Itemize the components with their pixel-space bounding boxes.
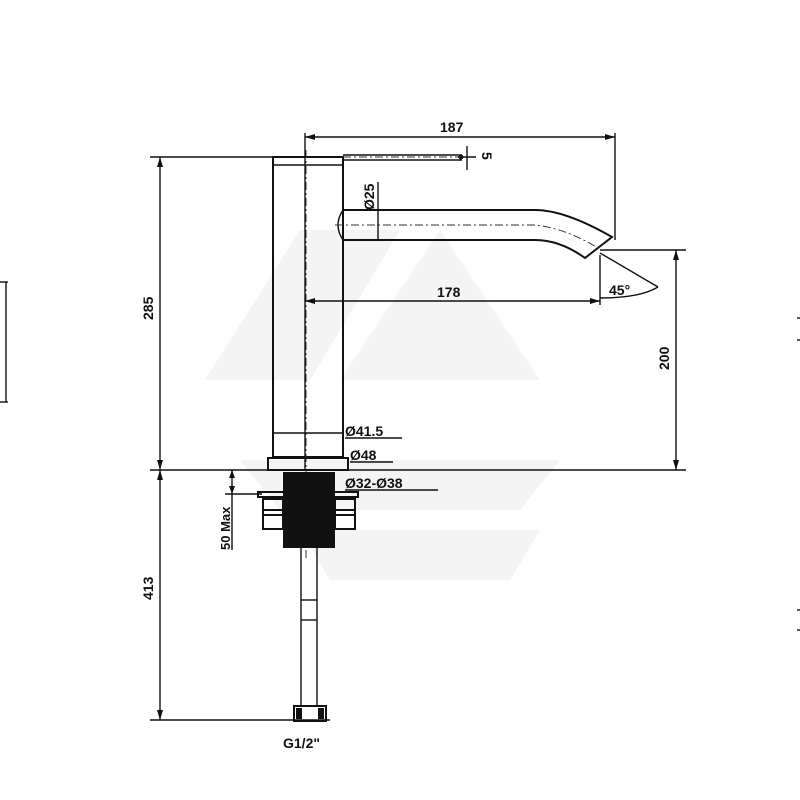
dimension-50-max [225,470,262,550]
spout-height-label: 200 [656,346,672,370]
body-diameter-label: Ø41.5 [345,423,383,439]
dimension-178 [305,255,601,305]
overall-height-label: 285 [140,296,156,320]
flexible-hoses [293,548,327,722]
watermark-logo [205,230,560,580]
dimension-285 [150,156,273,470]
max-thickness-label: 50 Max [218,506,233,550]
lever-handle [343,146,476,170]
base-flange [267,457,349,471]
adjacent-view-left [0,281,8,403]
spout-diameter-label: Ø25 [361,183,377,210]
dimension-200 [600,249,686,470]
spout-reach-label: 178 [437,284,461,300]
dimension-413 [150,470,330,721]
hose-length-label: 413 [140,576,156,600]
hole-diameter-label: Ø32-Ø38 [345,475,403,491]
mounting-shank [257,472,359,548]
spout-angle-label: 45° [609,282,630,298]
spout [335,209,614,260]
dimension-angle [599,252,659,299]
connection-label: G1/2" [283,735,320,751]
lever-offset-label: 5 [479,152,495,160]
spout-reach-total-label: 187 [440,119,464,135]
base-diameter-label: Ø48 [350,447,377,463]
